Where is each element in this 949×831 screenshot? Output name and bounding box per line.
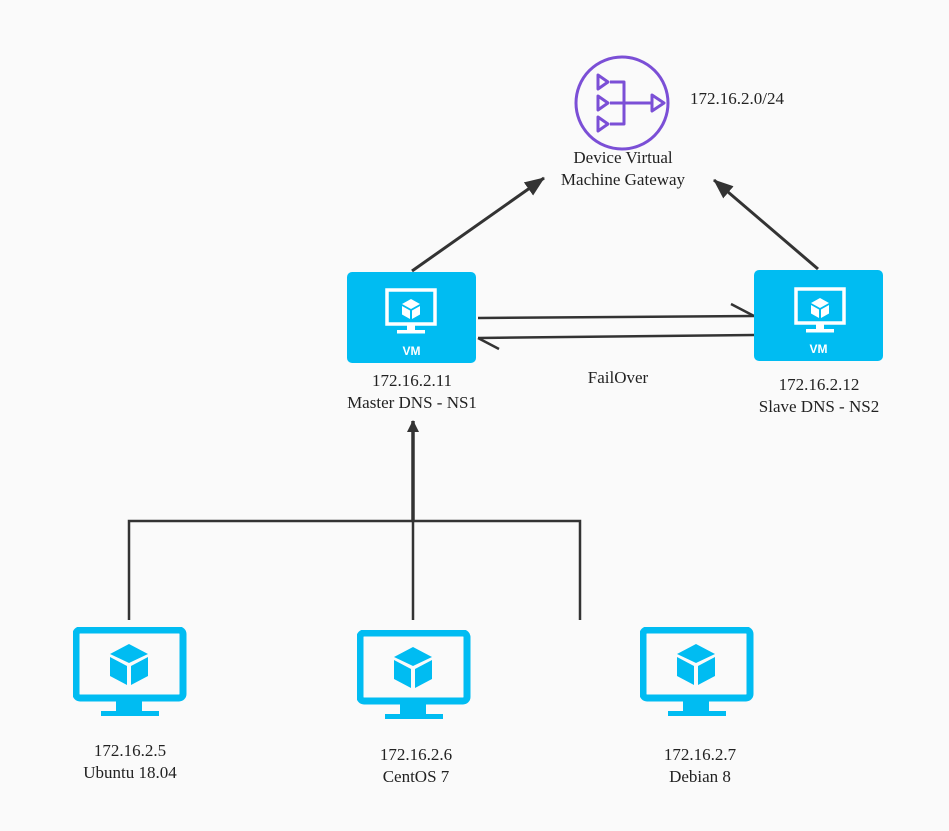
- vm-icon: [794, 287, 846, 333]
- gateway-name-label: Device Virtual Machine Gateway: [540, 147, 706, 191]
- client-vm-centos[interactable]: [357, 630, 471, 724]
- failover-label: FailOver: [587, 368, 649, 387]
- arrowhead-master-to-slave: [730, 302, 755, 318]
- client-ip: 172.16.2.6: [379, 745, 453, 764]
- slave-dns-ip: 172.16.2.12: [778, 375, 860, 394]
- client-ubuntu-label: 172.16.2.5 Ubuntu 18.04: [50, 740, 210, 784]
- master-dns-vm-node[interactable]: VM: [347, 272, 476, 363]
- client-os: Debian 8: [669, 767, 731, 786]
- gateway-name-line1: Device Virtual: [573, 148, 673, 167]
- gateway-subnet-label: 172.16.2.0/24: [690, 89, 784, 108]
- virtual-machine-monitor-icon: [357, 630, 471, 719]
- edge-slave-to-master-failover: [477, 333, 755, 340]
- client-centos-label: 172.16.2.6 CentOS 7: [336, 744, 496, 788]
- vm-badge: VM: [809, 342, 828, 356]
- cube-icon: [811, 298, 829, 318]
- arrowhead-slave-to-master: [477, 336, 500, 351]
- client-ip: 172.16.2.5: [93, 741, 167, 760]
- virtual-machine-monitor-icon: [73, 627, 187, 716]
- client-os: Ubuntu 18.04: [83, 763, 177, 782]
- vm-icon: [385, 288, 437, 334]
- client-os: CentOS 7: [382, 767, 450, 786]
- gateway-node[interactable]: Device Virtual Machine Gateway: [540, 50, 710, 200]
- vm-badge: VM: [402, 344, 421, 358]
- cube-icon: [402, 299, 420, 319]
- client-bus-line: [127, 519, 582, 620]
- master-dns-label: 172.16.2.11 Master DNS - NS1: [332, 370, 492, 414]
- client-debian-label: 172.16.2.7 Debian 8: [620, 744, 780, 788]
- virtual-machine-monitor-icon: [640, 627, 754, 716]
- client-vm-debian[interactable]: [640, 627, 754, 721]
- master-dns-name: Master DNS - NS1: [347, 393, 477, 412]
- slave-dns-vm-node[interactable]: VM: [754, 270, 883, 361]
- network-gateway-icon: [574, 55, 670, 151]
- edge-slave-to-gateway: [713, 178, 819, 271]
- client-ip: 172.16.2.7: [663, 745, 737, 764]
- slave-dns-label: 172.16.2.12 Slave DNS - NS2: [739, 374, 899, 418]
- client-vm-ubuntu[interactable]: [73, 627, 187, 721]
- edge-master-to-gateway: [411, 176, 545, 273]
- edge-master-to-slave: [477, 314, 755, 320]
- gateway-name-line2: Machine Gateway: [560, 170, 686, 189]
- master-dns-ip: 172.16.2.11: [371, 371, 453, 390]
- slave-dns-name: Slave DNS - NS2: [758, 397, 880, 416]
